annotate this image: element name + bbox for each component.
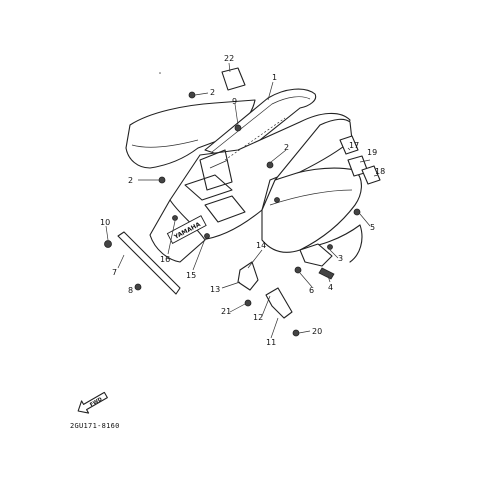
fender-right-wing	[261, 167, 362, 253]
callout-21: 21	[221, 307, 231, 316]
callout-20: 20	[312, 327, 322, 336]
callout-5: 5	[370, 223, 375, 232]
bolt-5	[353, 208, 361, 216]
bolt-15	[204, 233, 210, 239]
callouts: 22 1 2 9 2 2 10 7 8 16 15 17 19 18 5 3 4…	[100, 54, 385, 347]
bolt-16	[172, 215, 178, 221]
decal-18	[361, 165, 381, 185]
callout-19: 19	[367, 148, 377, 157]
callout-3: 3	[338, 254, 343, 263]
bolt-2a	[188, 91, 196, 99]
decal-17	[339, 135, 359, 155]
hardware	[104, 91, 361, 337]
callout-13: 13	[210, 285, 220, 294]
nut-6b	[294, 266, 302, 274]
rear-fender: YAMAHA	[125, 88, 363, 263]
callout-1: 1	[272, 73, 277, 82]
callout-22: 22	[224, 54, 234, 63]
callout-7: 7	[112, 268, 117, 277]
callout-15: 15	[186, 271, 196, 280]
callout-2c: 2	[284, 143, 289, 152]
callout-4: 4	[328, 283, 333, 292]
fwd-arrow: FWD	[77, 391, 108, 414]
bracket-3	[299, 243, 333, 267]
callout-2b: 2	[128, 176, 133, 185]
fender-top-rail	[204, 88, 317, 161]
callout-9: 9	[232, 97, 237, 106]
collar-3	[327, 244, 333, 250]
nut-10	[104, 240, 112, 248]
bracket-13	[237, 261, 259, 291]
bolt-2b	[158, 176, 166, 184]
bolt-fender	[274, 197, 280, 203]
callout-6b: 6	[309, 286, 314, 295]
bolt-21	[244, 299, 252, 307]
bolt-20	[292, 329, 300, 337]
callout-10: 10	[100, 218, 110, 227]
bolt-9	[234, 124, 242, 132]
callout-14: 14	[256, 241, 266, 250]
fender-right-upper	[274, 118, 353, 181]
bracket-11	[265, 287, 293, 319]
callout-17: 17	[349, 141, 359, 150]
bolt-2c	[266, 161, 274, 169]
callout-2a: 2	[210, 88, 215, 97]
callout-12: 12	[253, 313, 263, 322]
drawing-code: 2GU171-8160	[70, 422, 120, 430]
callout-11: 11	[266, 338, 276, 347]
decal-22	[221, 67, 246, 91]
callout-8: 8	[128, 286, 133, 295]
leader-lines	[105, 62, 379, 339]
bolt-4	[318, 267, 335, 280]
bracket-7	[117, 231, 181, 295]
callout-18: 18	[375, 167, 385, 176]
fwd-label: FWD	[89, 396, 103, 408]
callout-16: 16	[160, 255, 170, 264]
